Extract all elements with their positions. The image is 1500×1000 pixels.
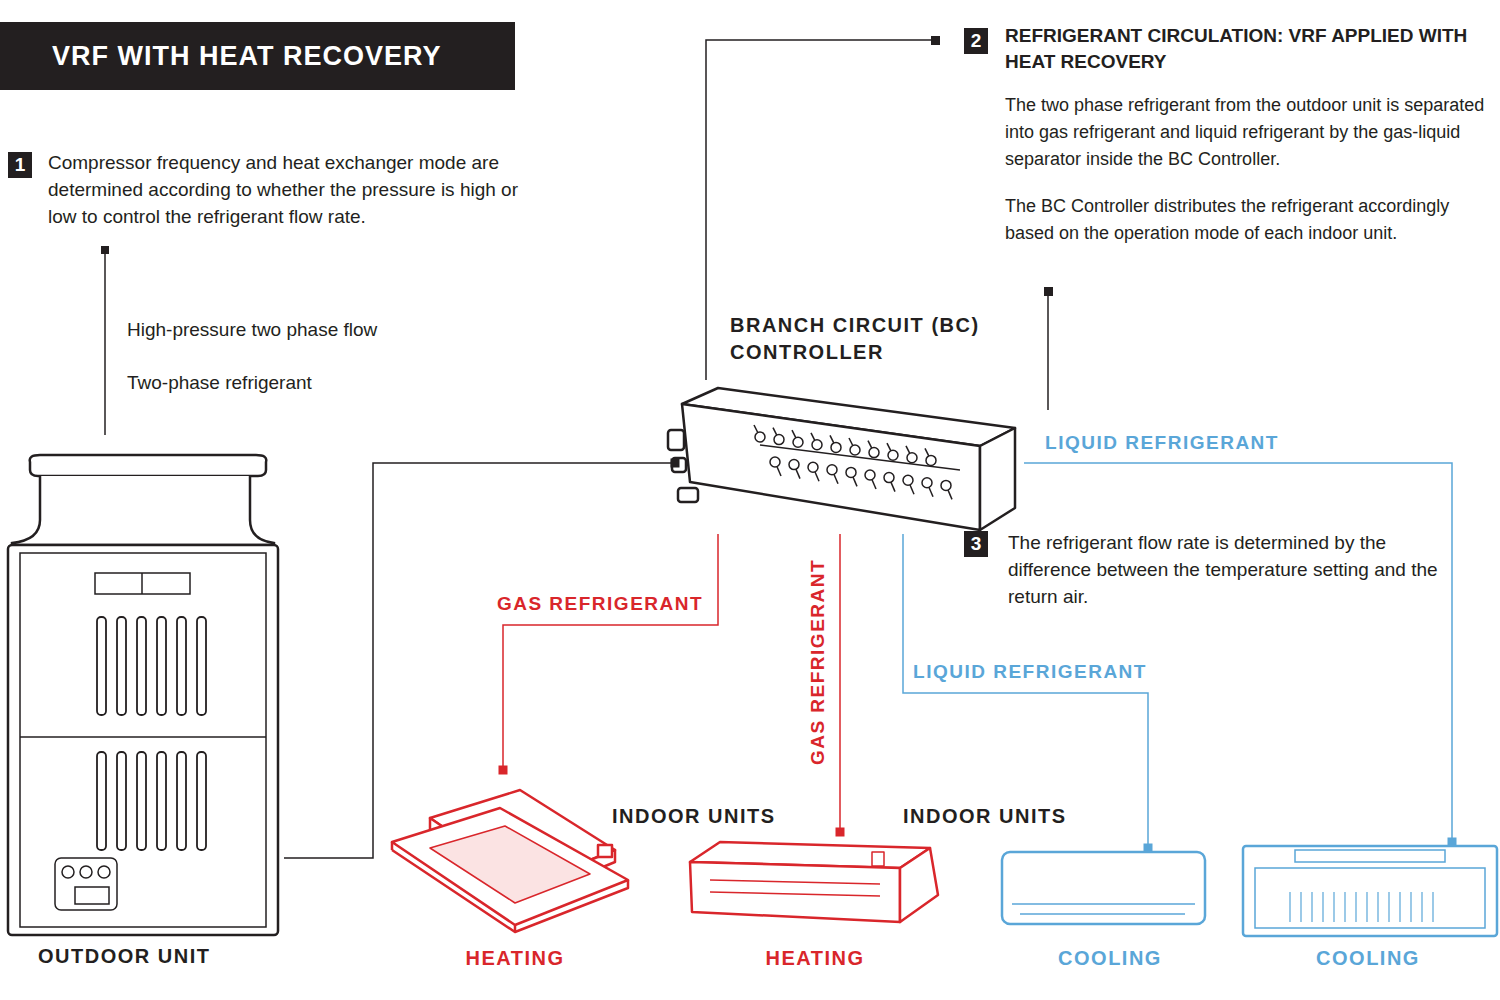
bc-controller-drawing	[668, 388, 1015, 530]
edge-label: LIQUID REFRIGERANT	[1042, 432, 1282, 454]
ducted-unit-drawing	[690, 842, 938, 922]
note-text: The BC Controller distributes the refrig…	[1005, 193, 1493, 247]
indoor-unit: COOLING	[998, 848, 1222, 974]
line-end	[1448, 838, 1457, 847]
line-end	[836, 828, 845, 837]
title-bar	[0, 22, 515, 90]
grille-slots	[97, 617, 206, 850]
indoor-unit: HEATING	[682, 832, 948, 974]
node-label: OUTDOOR UNIT	[38, 943, 284, 970]
bc-controller: BRANCH CIRCUIT (BC) CONTROLLER	[675, 312, 1024, 534]
indoor-unit: COOLING	[1240, 842, 1496, 974]
floor-unit-vents	[1290, 892, 1433, 922]
edge-label: GAS REFRIGERANT	[494, 593, 706, 615]
refrigerant-line	[1024, 463, 1457, 847]
node-label: COOLING	[1240, 945, 1496, 972]
refrigerant-line	[499, 534, 719, 775]
line-end	[671, 459, 680, 468]
wall-unit-drawing	[1002, 852, 1205, 924]
indoor-unit: HEATING	[388, 770, 642, 974]
note-text: High-pressure two phase flow	[127, 316, 457, 343]
line-end	[1144, 844, 1153, 853]
leader-lines	[105, 40, 1048, 435]
outdoor-unit: OUTDOOR UNIT	[8, 452, 284, 974]
floor-unit-drawing	[1243, 846, 1497, 936]
node-label: COOLING	[998, 945, 1222, 972]
callout-number: 1	[8, 152, 32, 178]
refrigerant-line	[284, 459, 680, 859]
bc-pipes	[754, 425, 952, 499]
title: VRF WITH HEAT RECOVERY	[52, 38, 442, 74]
note-text: The two phase refrigerant from the outdo…	[1005, 92, 1493, 173]
line-end	[499, 766, 508, 775]
refrigerant-line	[903, 534, 1153, 853]
node-label: BRANCH CIRCUIT (BC) CONTROLLER	[730, 312, 1024, 366]
callout-number: 2	[964, 28, 988, 54]
edge-label: GAS REFRIGERANT	[807, 556, 829, 768]
node-label: HEATING	[388, 945, 642, 972]
refrigerant-line	[836, 534, 845, 837]
note-text: REFRIGERANT CIRCULATION: VRF APPLIED WIT…	[1005, 23, 1493, 75]
callout-number: 3	[964, 531, 988, 557]
cassette-unit-drawing	[392, 790, 628, 932]
node-label: HEATING	[682, 945, 948, 972]
note-text: INDOOR UNITS	[612, 803, 812, 829]
note-text: Two-phase refrigerant	[127, 369, 457, 396]
outdoor-unit-drawing	[8, 455, 278, 935]
note-text: Compressor frequency and heat exchanger …	[48, 149, 548, 230]
note-text: INDOOR UNITS	[903, 803, 1103, 829]
note-text: The refrigerant flow rate is determined …	[1008, 529, 1438, 610]
edge-label: LIQUID REFRIGERANT	[910, 661, 1150, 683]
